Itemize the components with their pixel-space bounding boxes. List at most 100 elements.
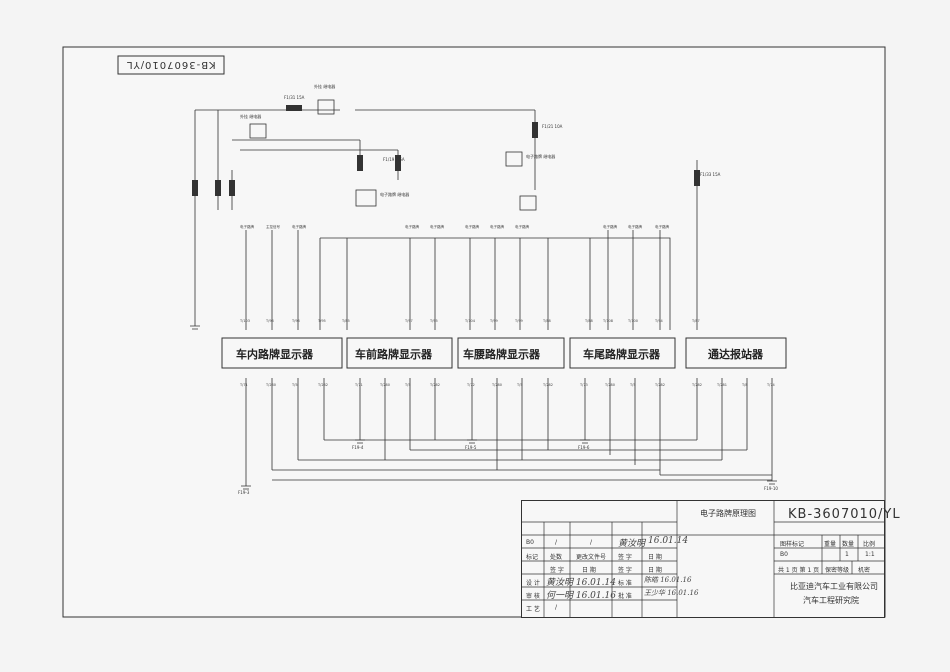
svg-text:电子路牌: 电子路牌 <box>465 224 479 229</box>
stamp-box <box>117 55 225 75</box>
svg-text:T/71: T/71 <box>239 383 248 387</box>
svg-text:T/99: T/99 <box>489 319 498 323</box>
fuse-label: F1/19 7.5A <box>383 157 405 162</box>
sheet-info: 共 1 页 第 1 页 <box>778 567 820 574</box>
scale-value: 1:1 <box>865 551 875 558</box>
title-block: 电子路牌原理图 KB-3607010/YL 图样标记 重量 数量 比例 B0 1… <box>521 500 900 618</box>
company-line1: 比亚迪汽车工业有限公司 <box>790 582 878 591</box>
rev-version: B0 <box>526 539 534 546</box>
svg-text:T/85: T/85 <box>341 319 350 323</box>
svg-text:T/282: T/282 <box>654 383 665 387</box>
svg-text:T/5: T/5 <box>629 383 636 387</box>
svg-text:T/280: T/280 <box>265 383 276 387</box>
ground-label: F19-10 <box>764 486 778 491</box>
svg-text:T/88: T/88 <box>542 319 551 323</box>
rev-header: 标记 <box>526 554 539 561</box>
svg-text:T/280: T/280 <box>379 383 390 387</box>
svg-text:T/99: T/99 <box>514 319 523 323</box>
relay-label: 电子路牌 继电器 <box>380 192 410 197</box>
role-label: 工 艺 <box>526 606 540 613</box>
company-line2: 汽车工程研究院 <box>803 596 859 605</box>
role-label: 标 准 <box>618 580 632 587</box>
module-box-announcer <box>685 337 787 369</box>
rev-header: 签 字 <box>550 567 564 574</box>
role-label: 批 准 <box>618 593 632 600</box>
ground-label: F19-3 <box>238 490 250 495</box>
svg-text:电子路牌: 电子路牌 <box>240 224 254 229</box>
version-value: B0 <box>780 551 788 558</box>
svg-text:T/74: T/74 <box>766 383 776 387</box>
svg-text:T/100: T/100 <box>627 319 638 323</box>
rev-header: 日 期 <box>582 567 596 574</box>
svg-text:T/5: T/5 <box>516 383 523 387</box>
security-label: 保密等级 <box>825 567 850 574</box>
svg-text:T/95: T/95 <box>429 319 438 323</box>
relay-label: 外挂 继电器 <box>314 84 336 89</box>
svg-text:T/5: T/5 <box>404 383 411 387</box>
module-label-waist: 车腰路牌显示器 <box>463 348 540 361</box>
svg-text:T/282: T/282 <box>542 383 553 387</box>
ground-label: F19-5 <box>465 445 477 450</box>
svg-text:T/103: T/103 <box>239 319 250 323</box>
rev-signer: 黄汝明 <box>618 539 646 549</box>
svg-text:T/97: T/97 <box>404 319 413 323</box>
rev-header: 签 字 <box>618 554 632 561</box>
rev-cell: / <box>590 539 593 546</box>
svg-text:T/94: T/94 <box>654 319 664 323</box>
svg-text:T/72: T/72 <box>466 383 475 387</box>
fuses <box>192 105 700 196</box>
svg-text:电子路牌: 电子路牌 <box>405 224 419 229</box>
drawing-number: KB-3607010/YL <box>788 507 901 522</box>
rev-header: 签 字 <box>618 567 632 574</box>
relay-label: 电子路牌 继电器 <box>526 154 556 159</box>
checker-signature: 何一明 16.01.16 <box>546 591 616 601</box>
svg-text:T/5: T/5 <box>291 383 298 387</box>
module-label-announcer: 通达报站器 <box>708 348 763 361</box>
svg-text:T/8: T/8 <box>741 383 748 387</box>
module-box-rear <box>569 337 676 369</box>
svg-text:电子路牌: 电子路牌 <box>655 224 669 229</box>
svg-text:T/98: T/98 <box>265 319 274 323</box>
svg-text:T/280: T/280 <box>604 383 615 387</box>
module-label-front: 车前路牌显示器 <box>355 348 432 361</box>
quantity-value: 1 <box>845 551 849 558</box>
wires <box>194 99 773 481</box>
svg-text:电子路牌: 电子路牌 <box>292 224 306 229</box>
svg-text:T/104: T/104 <box>464 319 476 323</box>
svg-text:T/108: T/108 <box>602 319 613 323</box>
process-value: / <box>555 604 558 611</box>
svg-text:电子路牌: 电子路牌 <box>430 224 444 229</box>
relay-label: 外挂 继电器 <box>240 114 262 119</box>
svg-text:T/95: T/95 <box>317 319 326 323</box>
ground-label: F19-6 <box>578 445 590 450</box>
header-label: 重量 <box>824 541 837 548</box>
module-box-front <box>346 337 453 369</box>
rev-header: 处数 <box>550 554 563 561</box>
module-box-waist <box>457 337 565 369</box>
svg-text:T/88: T/88 <box>584 319 593 323</box>
svg-text:T/281: T/281 <box>716 383 727 387</box>
role-label: 审 核 <box>526 593 540 600</box>
module-box-interior <box>221 337 343 369</box>
module-label-interior: 车内路牌显示器 <box>236 348 313 361</box>
rev-header: 日 期 <box>648 567 662 574</box>
role-label: 设 计 <box>526 580 540 587</box>
ground-symbols <box>190 320 777 490</box>
rev-header: 更改文件号 <box>576 554 607 561</box>
drawing-title: 电子路牌原理图 <box>700 509 756 518</box>
stamp-label: KB-3607010/YL <box>126 59 216 70</box>
svg-text:电子路牌: 电子路牌 <box>490 224 504 229</box>
svg-text:电子路牌: 电子路牌 <box>515 224 529 229</box>
svg-text:T/73: T/73 <box>579 383 588 387</box>
svg-text:T/98: T/98 <box>291 319 300 323</box>
fuse-label: F1/33 15A <box>700 172 721 177</box>
svg-text:主控信号: 主控信号 <box>266 224 280 229</box>
svg-text:T/71: T/71 <box>354 383 363 387</box>
standard-signature: 陈皓 16.01.16 <box>644 576 692 584</box>
header-label: 数量 <box>842 541 855 548</box>
svg-text:T/87: T/87 <box>691 319 700 323</box>
ground-label: F19-4 <box>352 445 364 450</box>
title-block-grid <box>522 501 884 617</box>
